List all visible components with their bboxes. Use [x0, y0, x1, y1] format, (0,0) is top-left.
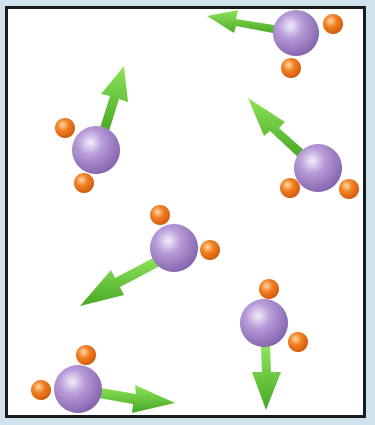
- central-atom: [294, 144, 342, 192]
- side-atom: [150, 205, 170, 225]
- side-atom: [200, 240, 220, 260]
- side-atom: [323, 14, 343, 34]
- velocity-arrow-icon: [100, 66, 128, 131]
- side-atom: [288, 332, 308, 352]
- velocity-arrow-icon: [207, 10, 280, 34]
- molecule-panel: [5, 6, 366, 418]
- molecule-upper-left: [55, 66, 128, 193]
- molecule-center: [80, 205, 220, 306]
- side-atom: [259, 279, 279, 299]
- side-atom: [55, 118, 75, 138]
- side-atom: [280, 178, 300, 198]
- molecule-bottom-left: [31, 345, 175, 413]
- central-atom: [273, 10, 319, 56]
- side-atom: [31, 380, 51, 400]
- molecule-middle-right: [248, 98, 359, 199]
- side-atom: [76, 345, 96, 365]
- central-atom: [240, 299, 288, 347]
- central-atom: [72, 126, 120, 174]
- molecule-top-right: [207, 10, 343, 78]
- side-atom: [339, 179, 359, 199]
- velocity-arrow-icon: [248, 98, 306, 158]
- molecule-lower-right: [240, 279, 308, 410]
- velocity-arrow-icon: [252, 346, 281, 410]
- velocity-arrow-icon: [80, 257, 160, 306]
- central-atom: [54, 365, 102, 413]
- side-atom: [74, 173, 94, 193]
- velocity-arrow-icon: [93, 385, 175, 413]
- central-atom: [150, 224, 198, 272]
- side-atom: [281, 58, 301, 78]
